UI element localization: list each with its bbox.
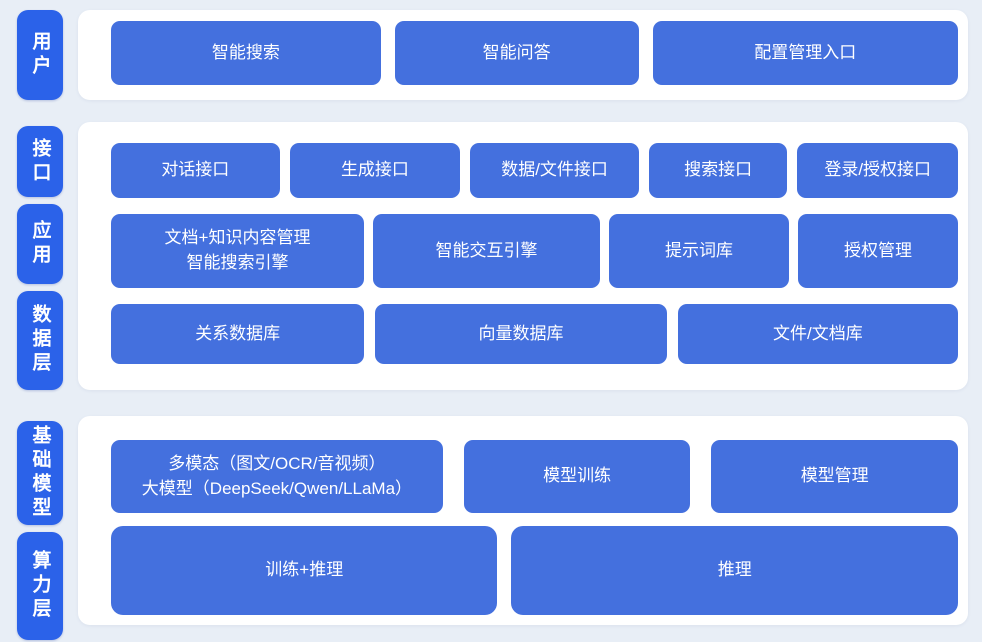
file-doc-store-button: 文件/文档库 <box>677 304 959 364</box>
interaction-engine-button: 智能交互引擎 <box>373 214 600 288</box>
layer-label-foundation-model: 基础模型 <box>17 421 63 525</box>
config-management-entry-button: 配置管理入口 <box>652 21 958 85</box>
application-row: 文档+知识内容管理 智能搜索引擎 智能交互引擎 提示词库 授权管理 <box>111 214 958 288</box>
model-training-button: 模型训练 <box>463 440 691 513</box>
data-layer-row: 关系数据库 向量数据库 文件/文档库 <box>111 304 959 364</box>
data-file-api-button: 数据/文件接口 <box>470 143 639 198</box>
button-label-line1: 多模态（图文/OCR/音视频） <box>168 453 386 473</box>
search-api-button: 搜索接口 <box>648 143 788 198</box>
bottom-layer-panel: 多模态（图文/OCR/音视频） 大模型（DeepSeek/Qwen/LLaMa）… <box>78 416 968 625</box>
layer-label-interface: 接口 <box>17 126 63 198</box>
layer-band-bottom: 基础模型 算力层 多模态（图文/OCR/音视频） 大模型（DeepSeek/Qw… <box>17 416 968 640</box>
interface-row: 对话接口 生成接口 数据/文件接口 搜索接口 登录/授权接口 <box>111 143 958 198</box>
multimodal-llm-button: 多模态（图文/OCR/音视频） 大模型（DeepSeek/Qwen/LLaMa） <box>111 440 443 513</box>
layer-label-compute: 算力层 <box>17 532 63 640</box>
layer-labels-bottom: 基础模型 算力层 <box>17 416 63 640</box>
smart-search-button: 智能搜索 <box>111 21 381 85</box>
layer-band-user: 用户 智能搜索 智能问答 配置管理入口 <box>17 10 968 100</box>
inference-button: 推理 <box>511 526 958 615</box>
relational-db-button: 关系数据库 <box>111 304 365 364</box>
layer-labels-middle: 接口 应用 数据层 <box>17 122 63 390</box>
middle-layer-panel: 对话接口 生成接口 数据/文件接口 搜索接口 登录/授权接口 文档+知识内容管理… <box>78 122 968 390</box>
layer-band-middle: 接口 应用 数据层 对话接口 生成接口 数据/文件接口 搜索接口 登录/授权接口… <box>17 122 968 390</box>
compute-row: 训练+推理 推理 <box>111 526 958 615</box>
dialog-api-button: 对话接口 <box>111 143 280 198</box>
user-layer-panel: 智能搜索 智能问答 配置管理入口 <box>78 10 968 100</box>
vector-db-button: 向量数据库 <box>375 304 667 364</box>
layer-label-application: 应用 <box>17 204 63 284</box>
generation-api-button: 生成接口 <box>289 143 461 198</box>
button-label-line2: 大模型（DeepSeek/Qwen/LLaMa） <box>141 478 413 498</box>
auth-management-button: 授权管理 <box>798 214 958 288</box>
model-management-button: 模型管理 <box>711 440 958 513</box>
smart-qa-button: 智能问答 <box>394 21 639 85</box>
layer-label-data: 数据层 <box>17 290 63 390</box>
layer-labels-user: 用户 <box>17 10 63 100</box>
prompt-library-button: 提示词库 <box>609 214 789 288</box>
foundation-model-row: 多模态（图文/OCR/音视频） 大模型（DeepSeek/Qwen/LLaMa）… <box>111 440 958 513</box>
layer-label-user: 用户 <box>17 10 63 100</box>
button-label-line2: 智能搜索引擎 <box>186 253 289 272</box>
login-auth-api-button: 登录/授权接口 <box>797 143 958 198</box>
user-layer-row: 智能搜索 智能问答 配置管理入口 <box>111 21 958 85</box>
doc-knowledge-search-engine-button: 文档+知识内容管理 智能搜索引擎 <box>111 214 364 288</box>
training-inference-button: 训练+推理 <box>111 526 498 615</box>
button-label-line1: 文档+知识内容管理 <box>164 228 311 248</box>
